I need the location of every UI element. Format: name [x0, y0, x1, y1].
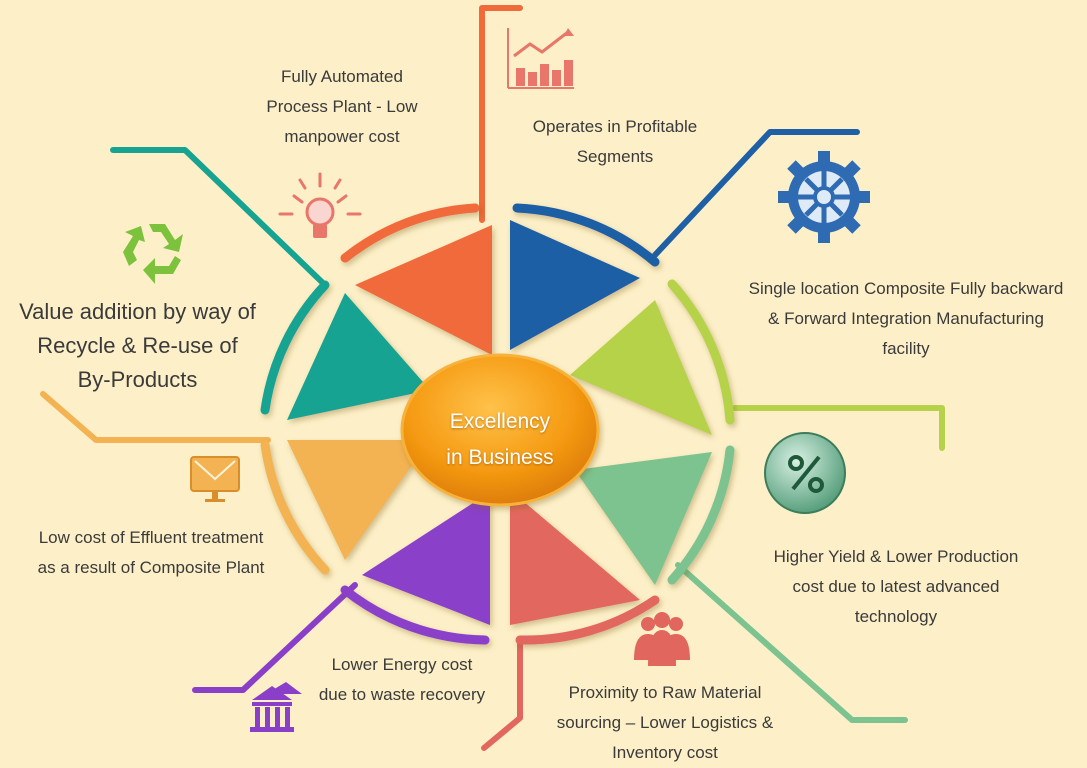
blade-automated: [355, 225, 492, 355]
connector-line-integration: [732, 405, 945, 451]
label-proximity: Proximity to Raw Material sourcing – Low…: [556, 683, 774, 762]
blade-yield: [575, 452, 712, 585]
label-automated: Fully Automated Process Plant - Low manp…: [266, 67, 418, 146]
arc-recycle: [260, 280, 330, 415]
blade-profitable: [510, 220, 640, 350]
pinwheel-blades: [287, 220, 712, 625]
blade-integration: [570, 300, 712, 435]
label-recycle: Value addition by way of Recycle & Re-us…: [19, 299, 256, 392]
label-profitable: Operates in Profitable Segments: [532, 117, 698, 166]
blade-proximity: [510, 490, 640, 625]
connector-line-recycle: [110, 147, 328, 288]
connector-lines: [40, 5, 945, 751]
connector-line-yield: [675, 562, 908, 723]
percent-icon: [764, 432, 846, 514]
blade-energy: [362, 492, 490, 625]
label-yield: Higher Yield & Lower Production cost due…: [773, 547, 1019, 626]
monitor-icon: [190, 456, 240, 502]
label-integration: Single location Composite Fully backward…: [748, 279, 1064, 358]
blade-recycle: [287, 293, 430, 420]
connector-line-effluent: [40, 391, 271, 443]
people-icon: [634, 612, 690, 666]
arc-energy: [340, 585, 490, 645]
recycle-icon: [123, 224, 183, 284]
center-circle: [400, 353, 600, 507]
outer-arcs: [260, 203, 735, 645]
connector-line-proximity: [481, 637, 523, 751]
center-title-line1: Excellency: [449, 410, 551, 433]
growth-chart-icon: [507, 28, 574, 89]
center-title-line2: in Business: [446, 446, 554, 469]
arc-proximity: [515, 595, 660, 645]
lightbulb-icon: [278, 172, 362, 238]
arc-profitable: [512, 203, 660, 267]
bank-icon: [250, 682, 302, 732]
connector-line-automated: [479, 5, 523, 223]
connector-line-profitable: [652, 129, 860, 258]
arc-integration: [667, 279, 735, 425]
center-title: Excellency in Business: [400, 370, 600, 510]
arc-effluent: [260, 440, 330, 575]
label-effluent: Low cost of Effluent treatment as a resu…: [37, 528, 265, 577]
arc-yield: [667, 445, 735, 585]
gear-icon: [778, 151, 870, 243]
arc-automated: [340, 203, 480, 263]
connector-line-energy: [192, 582, 358, 693]
blade-effluent: [287, 440, 430, 560]
label-energy: Lower Energy cost due to waste recovery: [318, 655, 486, 704]
